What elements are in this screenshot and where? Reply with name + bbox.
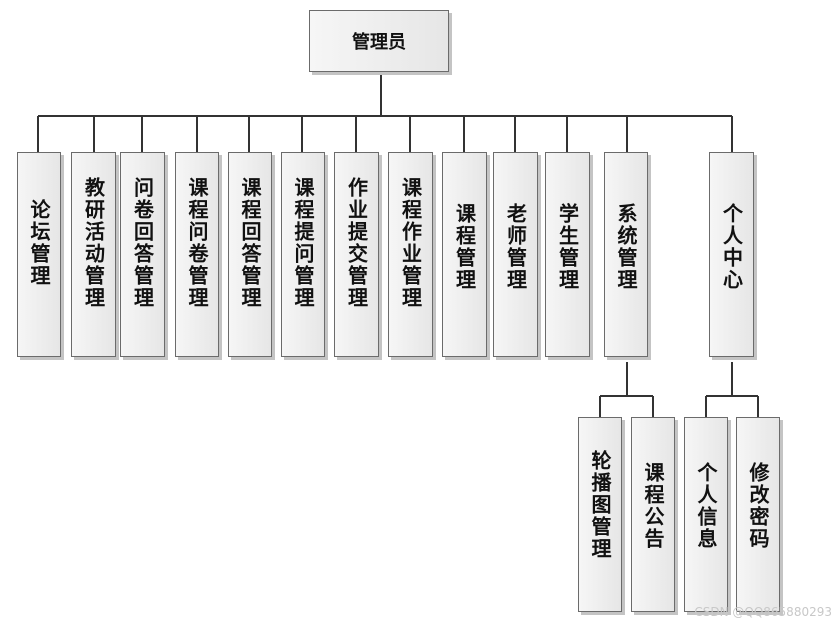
node-forum: 论坛管理 <box>17 152 61 357</box>
node-homework-submission: 作业提交管理 <box>334 152 379 357</box>
root-node-admin: 管理员 <box>309 10 449 72</box>
node-teaching-activity: 教研活动管理 <box>71 152 116 357</box>
node-label: 学生管理 <box>555 203 580 291</box>
node-label: 个人信息 <box>694 462 718 550</box>
node-label: 系统管理 <box>614 203 638 291</box>
node-label: 课程提问管理 <box>291 177 315 309</box>
root-node-label: 管理员 <box>352 32 406 53</box>
node-personal-center: 个人中心 <box>709 152 754 357</box>
node-change-password: 修改密码 <box>736 417 780 612</box>
node-course: 课程管理 <box>442 152 487 357</box>
node-system: 系统管理 <box>604 152 648 357</box>
node-questionnaire-answer: 问卷回答管理 <box>120 152 165 357</box>
node-personal-info: 个人信息 <box>684 417 728 612</box>
node-label: 问卷回答管理 <box>130 177 155 309</box>
node-label: 轮播图管理 <box>588 450 612 560</box>
node-course-answer: 课程回答管理 <box>228 152 272 357</box>
node-course-questionnaire: 课程问卷管理 <box>175 152 219 357</box>
node-label: 老师管理 <box>503 203 528 291</box>
node-label: 课程作业管理 <box>398 177 423 309</box>
node-teacher: 老师管理 <box>493 152 538 357</box>
node-course-notice: 课程公告 <box>631 417 675 612</box>
node-student: 学生管理 <box>545 152 590 357</box>
node-label: 课程公告 <box>641 462 665 550</box>
node-label: 修改密码 <box>746 462 770 550</box>
node-label: 作业提交管理 <box>344 177 369 309</box>
node-carousel: 轮播图管理 <box>578 417 622 612</box>
node-label: 课程管理 <box>452 203 477 291</box>
node-course-homework: 课程作业管理 <box>388 152 433 357</box>
watermark: CSDN @QQ865880293 <box>694 605 832 619</box>
node-label: 教研活动管理 <box>81 177 106 309</box>
node-label: 个人中心 <box>719 203 744 291</box>
node-label: 课程问卷管理 <box>185 177 209 309</box>
node-course-question: 课程提问管理 <box>281 152 325 357</box>
node-label: 论坛管理 <box>27 199 51 287</box>
node-label: 课程回答管理 <box>238 177 262 309</box>
